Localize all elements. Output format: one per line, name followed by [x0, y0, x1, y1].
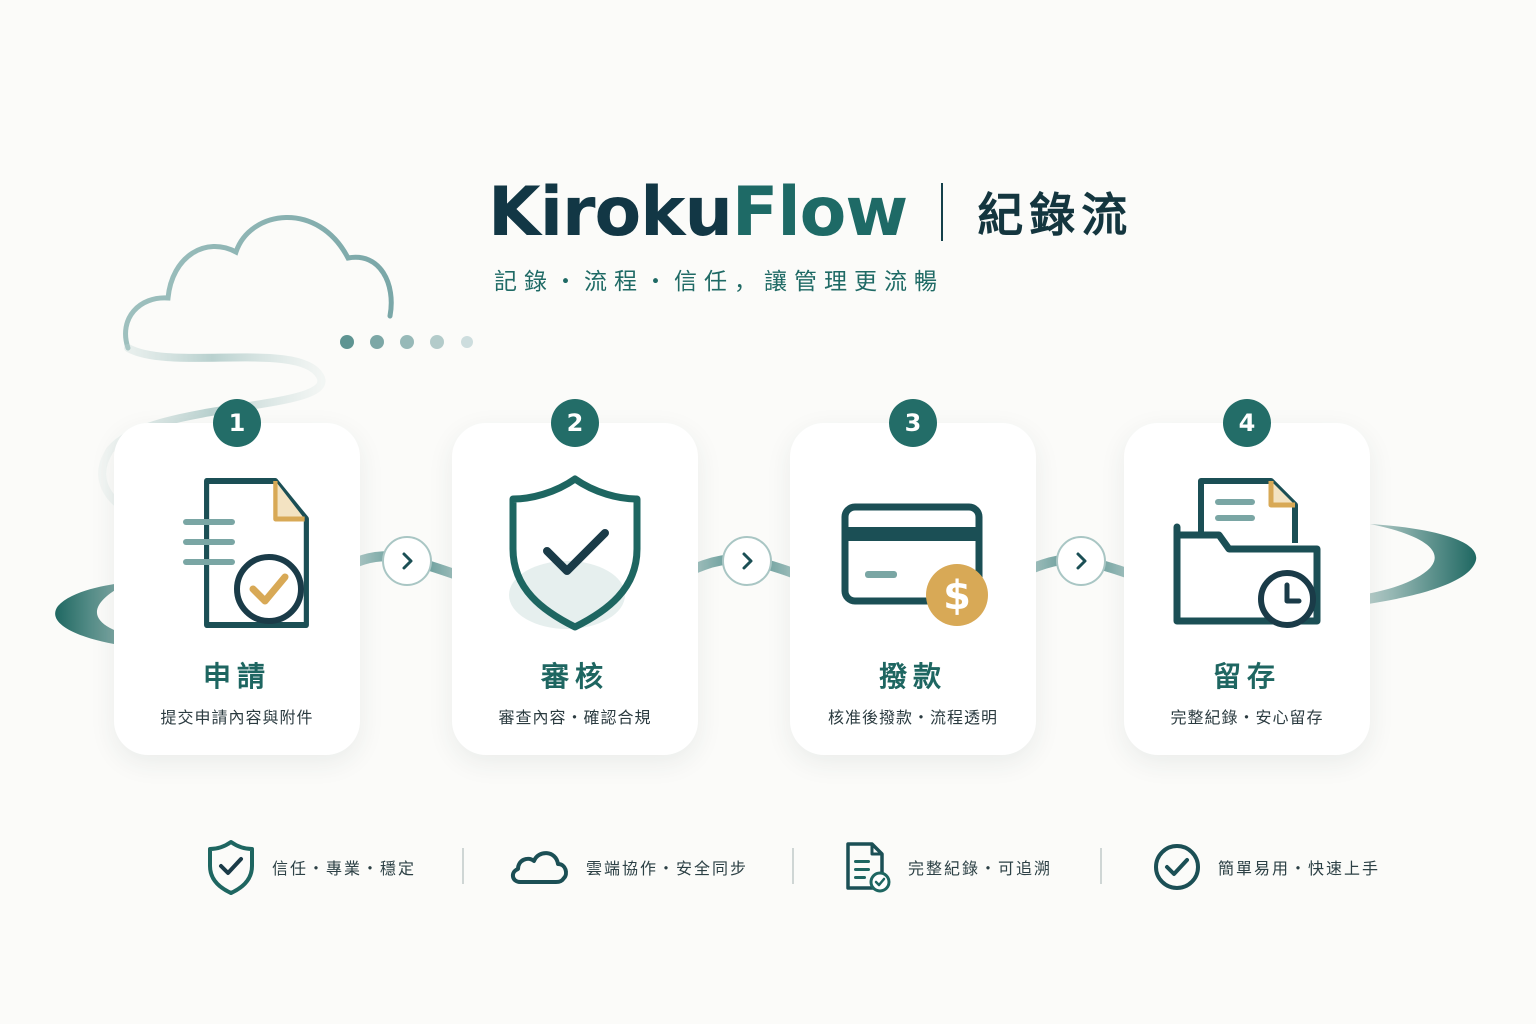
- brand-name-part2: Flow: [731, 172, 908, 252]
- dot: [340, 335, 354, 349]
- step-number-badge: 1: [213, 399, 261, 447]
- check-circle-icon: [1154, 844, 1200, 890]
- step-description: 提交申請內容與附件: [160, 708, 314, 727]
- next-arrow-circle: [382, 536, 432, 586]
- feature-label: 信任・專業・穩定: [272, 859, 417, 878]
- header-divider: [941, 183, 944, 241]
- step-card-2: 2 審核 審查內容・確認合規: [452, 399, 698, 755]
- dot: [370, 335, 384, 349]
- dot: [461, 336, 473, 348]
- step-number-badge: 4: [1223, 399, 1271, 447]
- step-number-badge: 3: [889, 399, 937, 447]
- shield-check-icon: [509, 475, 641, 631]
- dot: [430, 335, 444, 349]
- chevron-right-icon: [742, 552, 753, 570]
- step-title: 撥款: [878, 660, 947, 693]
- step-description: 完整紀錄・安心留存: [1170, 708, 1324, 727]
- feature-easy: 簡單易用・快速上手: [1152, 838, 1380, 896]
- footer-divider: [462, 848, 464, 884]
- step-card-4: 4 留存 完整紀錄・安心留存: [1124, 399, 1370, 755]
- step-title: 審核: [540, 660, 609, 693]
- feature-trust: 信任・專業・穩定: [206, 838, 416, 896]
- step-card-1: 1 申請 提交申請內容與附件: [114, 399, 360, 755]
- brand-name-part1: Kiroku: [488, 172, 733, 252]
- svg-text:$: $: [943, 573, 971, 619]
- feature-label: 簡單易用・快速上手: [1218, 859, 1381, 878]
- dot: [400, 335, 414, 349]
- footer-divider: [792, 848, 794, 884]
- step-title: 留存: [1212, 660, 1281, 693]
- shield-check-icon: [208, 840, 254, 895]
- tagline: 記錄・流程・信任，讓管理更流暢: [494, 269, 944, 295]
- folder-clock-icon: [1173, 478, 1321, 628]
- left-ribbon: [55, 582, 200, 650]
- footer-divider: [1100, 848, 1102, 884]
- document-check-icon: [846, 842, 891, 893]
- brand-name-cjk: 紀錄流: [977, 188, 1134, 242]
- step-title: 申請: [202, 660, 271, 693]
- step-number-badge: 2: [551, 399, 599, 447]
- chevron-right-icon: [402, 552, 413, 570]
- feature-records: 完整紀錄・可追溯: [842, 838, 1052, 896]
- next-arrow-circle: [1056, 536, 1106, 586]
- cloud-swirl: [98, 344, 326, 516]
- cloud-icon: [511, 851, 568, 884]
- card-dollar-icon: $: [841, 503, 988, 626]
- right-ribbon: [1320, 524, 1477, 610]
- document-check-icon: [183, 478, 309, 628]
- feature-label: 雲端協作・安全同步: [586, 859, 749, 878]
- feature-cloud: 雲端協作・安全同步: [508, 838, 748, 896]
- step-description: 核准後撥款・流程透明: [827, 708, 998, 727]
- next-arrow-circle: [722, 536, 772, 586]
- step-card-3: 3 $ 撥款 核准後撥款・流程透明: [790, 399, 1036, 755]
- step-description: 審查內容・確認合規: [498, 708, 652, 727]
- cloud-outline: [123, 215, 394, 351]
- chevron-right-icon: [1076, 552, 1087, 570]
- feature-label: 完整紀錄・可追溯: [908, 859, 1053, 878]
